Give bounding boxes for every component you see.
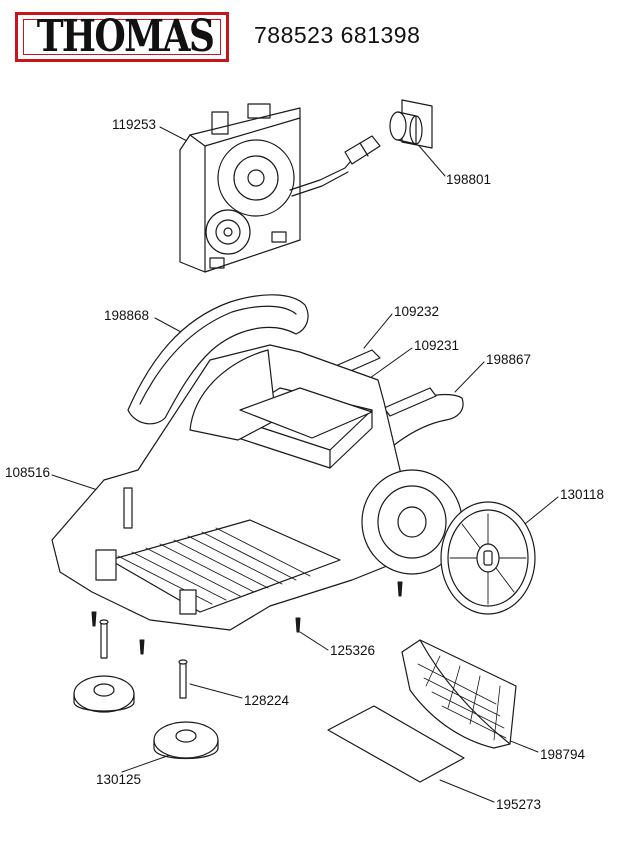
label-130118: 130118 bbox=[560, 487, 605, 502]
label-198867: 198867 bbox=[486, 352, 532, 367]
label-108516: 108516 bbox=[5, 465, 51, 480]
label-109231: 109231 bbox=[414, 338, 460, 353]
leader-109232 bbox=[363, 313, 393, 349]
label-195273: 195273 bbox=[496, 797, 542, 812]
logo-text: THOMAS bbox=[36, 11, 215, 62]
part-castors bbox=[73, 675, 219, 760]
label-128224: 128224 bbox=[244, 693, 290, 708]
label-198794: 198794 bbox=[540, 747, 586, 762]
leader-128224 bbox=[189, 683, 243, 699]
part-filter-pad bbox=[239, 387, 373, 439]
document-title: 788523 681398 bbox=[254, 22, 421, 48]
label-125326: 125326 bbox=[330, 643, 376, 658]
part-filter-sheet bbox=[327, 705, 465, 783]
label-198801: 198801 bbox=[446, 172, 492, 187]
part-grille bbox=[401, 639, 517, 749]
brand-logo: THOMAS bbox=[15, 11, 229, 62]
label-130125: 130125 bbox=[96, 772, 142, 787]
part-hose-connector bbox=[389, 99, 433, 149]
leader-198867 bbox=[454, 361, 485, 393]
label-198868: 198868 bbox=[104, 308, 150, 323]
leader-130125 bbox=[121, 754, 171, 773]
part-axle-pins bbox=[99, 619, 188, 699]
part-motor-housing bbox=[179, 103, 381, 273]
logo-frame bbox=[23, 19, 221, 55]
leader-130118 bbox=[519, 496, 559, 529]
leader-125326 bbox=[299, 631, 329, 651]
part-screws bbox=[91, 581, 403, 655]
label-119253: 119253 bbox=[112, 117, 157, 132]
part-wheel bbox=[440, 501, 536, 615]
leader-195273 bbox=[439, 779, 495, 803]
part-handle-cover bbox=[127, 294, 309, 425]
label-109232: 109232 bbox=[394, 304, 440, 319]
